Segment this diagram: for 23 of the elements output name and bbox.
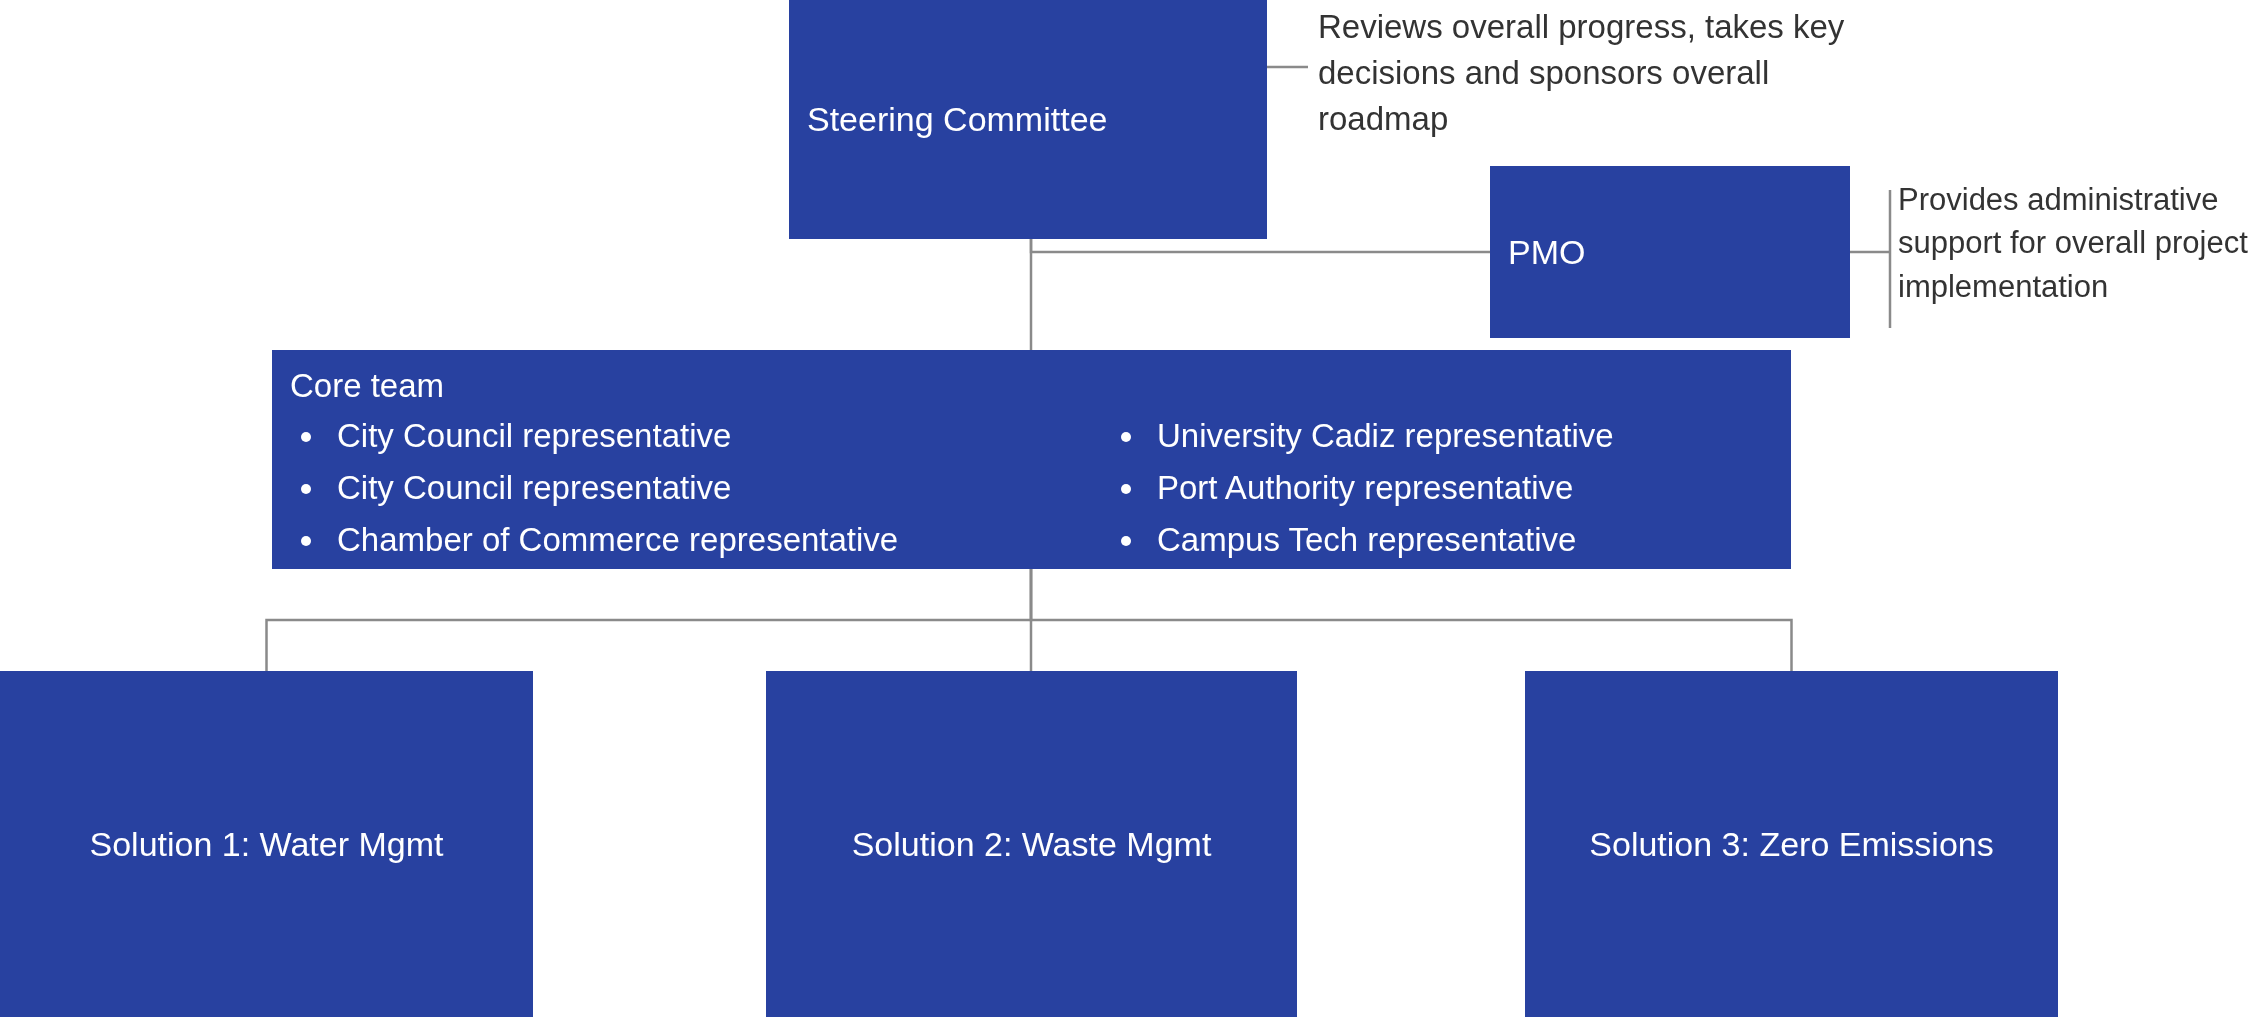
connector-line (1029, 569, 1793, 671)
box-label: Solution 3: Zero Emissions (1589, 823, 1994, 865)
box-label: Solution 1: Water Mgmt (89, 823, 444, 865)
panel-heading: Core team (290, 366, 446, 406)
connector-line (1029, 239, 1490, 254)
bullet-item: Campus Tech representative (1110, 513, 1773, 566)
bullet-item: City Council representative (290, 461, 1110, 514)
org-box (1490, 166, 1850, 338)
team-panel (272, 350, 1791, 569)
org-box (789, 0, 1267, 239)
leader-line (1267, 65, 1308, 69)
bullet-item: University Cadiz representative (1110, 409, 1773, 462)
bullet-item: City Council representative (290, 409, 1110, 462)
bullet-item: Port Authority representative (1110, 461, 1773, 514)
bullet-item: Chamber of Commerce representative (290, 513, 1110, 566)
box-label: Steering Committee (807, 99, 1108, 140)
annotation-text: Reviews overall progress, takes key decisions and sponsors overall roadmap (1318, 4, 1878, 144)
box-label: PMO (1508, 231, 1586, 273)
org-box (766, 671, 1297, 1017)
box-label: Solution 2: Waste Mgmt (851, 823, 1212, 865)
org-box (1525, 671, 2058, 1017)
annotation-text: Provides administrative support for overall project implementation (1898, 178, 2258, 338)
org-box (0, 671, 533, 1017)
